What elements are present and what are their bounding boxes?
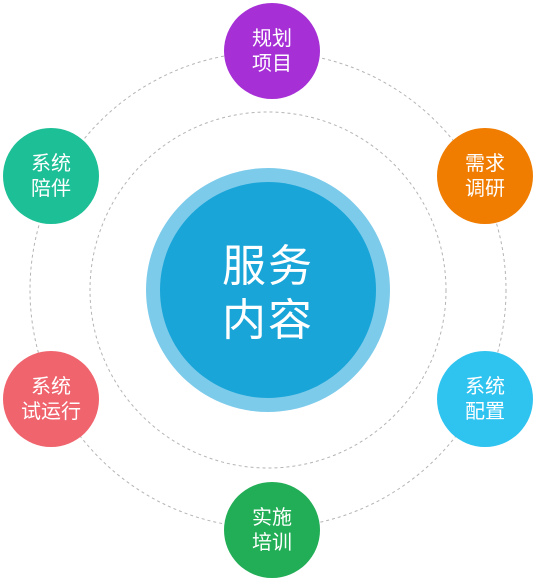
- node-plan-project[interactable]: 规划 项目: [224, 3, 320, 99]
- node-system-companion[interactable]: 系统 陪伴: [3, 128, 99, 224]
- node-label-line2: 调研: [465, 176, 505, 200]
- node-label-line2: 培训: [252, 530, 292, 554]
- node-label-line2: 陪伴: [31, 176, 71, 200]
- node-system-trial-run[interactable]: 系统 试运行: [3, 351, 99, 447]
- node-requirement-research[interactable]: 需求 调研: [437, 128, 533, 224]
- node-label-line1: 系统: [31, 151, 71, 175]
- inner-dashed-ring: [89, 111, 447, 469]
- node-label-line1: 需求: [465, 151, 505, 175]
- center-inner-circle: [160, 182, 376, 398]
- node-label-line1: 系统: [465, 374, 505, 398]
- node-label-line1: 系统: [31, 374, 71, 398]
- node-label-line2: 配置: [465, 399, 505, 423]
- node-label-line1: 实施: [252, 505, 292, 529]
- node-system-configuration[interactable]: 系统 配置: [437, 351, 533, 447]
- center-label-line1: 服务: [222, 241, 314, 292]
- center-label: 服务 内容: [168, 234, 368, 354]
- node-label-line2: 试运行: [21, 399, 81, 423]
- node-label-line1: 规划: [252, 26, 292, 50]
- center-label-line2: 内容: [222, 295, 314, 346]
- node-implementation-training[interactable]: 实施 培训: [224, 482, 320, 578]
- node-label-line2: 项目: [252, 51, 292, 75]
